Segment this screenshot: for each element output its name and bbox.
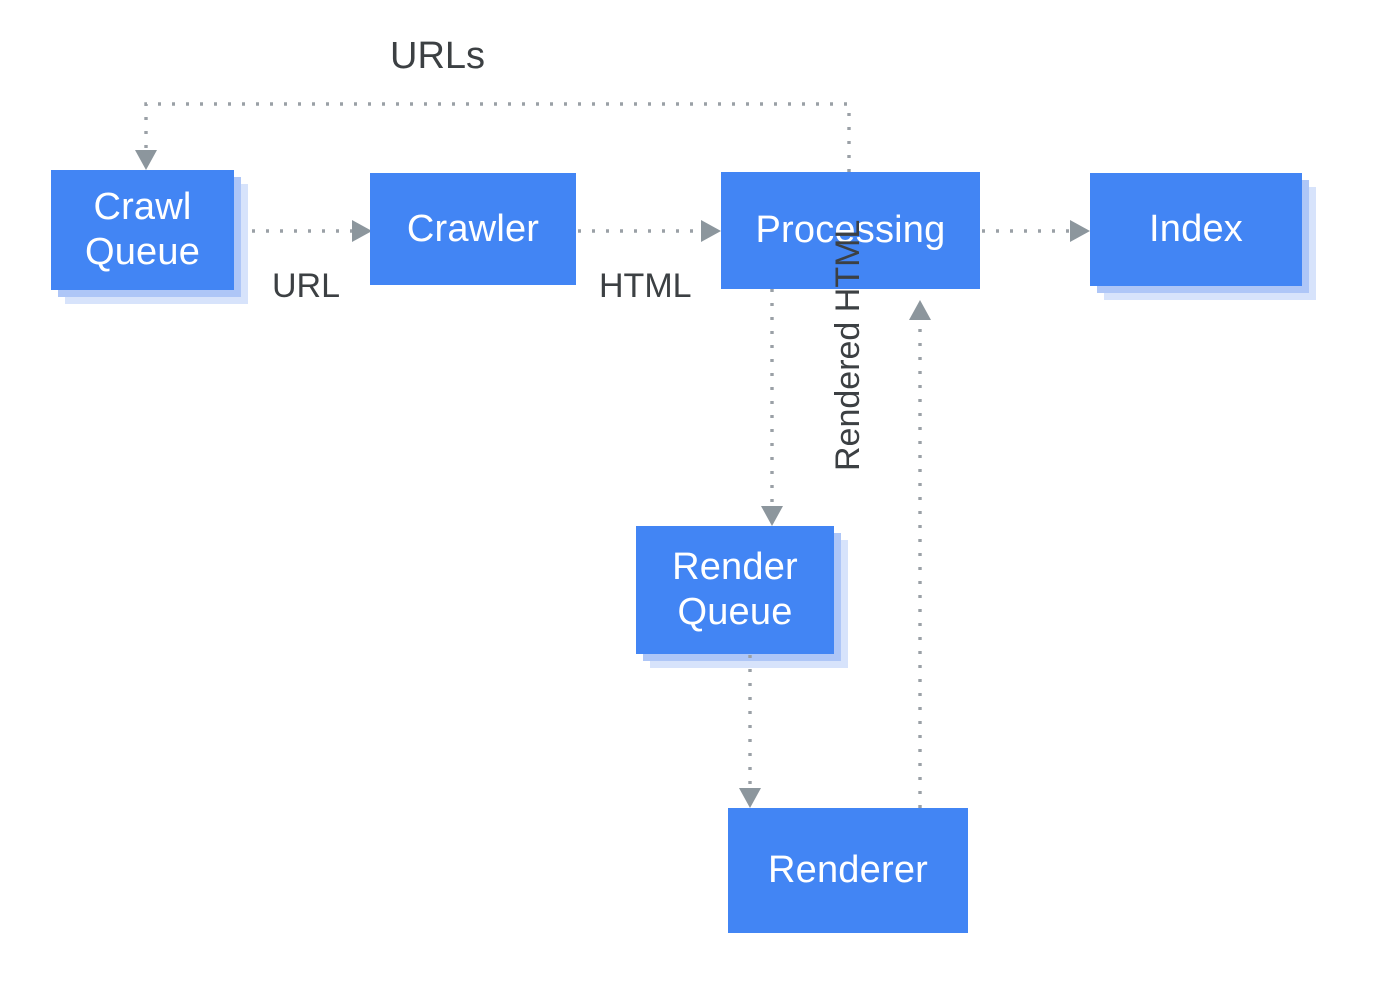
node-render-queue-label: Render Queue xyxy=(672,546,798,633)
node-processing-label: Processing xyxy=(755,209,946,252)
edge-label-urls: URLs xyxy=(390,35,486,77)
edge-crawler-to-processing xyxy=(578,220,721,242)
edge-render-queue-to-renderer xyxy=(739,655,761,808)
node-processing[interactable]: Processing xyxy=(721,172,980,289)
node-crawl-queue-label: Crawl Queue xyxy=(84,186,201,273)
edge-processing-to-index xyxy=(982,220,1090,242)
node-renderer-label: Renderer xyxy=(767,849,929,892)
node-renderer[interactable]: Renderer xyxy=(728,808,968,933)
edge-processing-to-render-queue xyxy=(761,289,783,526)
node-crawler[interactable]: Crawler xyxy=(370,173,576,285)
edge-label-html: HTML xyxy=(599,267,692,305)
edge-label-url: URL xyxy=(272,267,341,305)
node-crawler-label: Crawler xyxy=(406,207,540,250)
edge-renderer-to-processing xyxy=(909,300,931,808)
node-render-queue[interactable]: Render Queue xyxy=(636,526,834,654)
edge-label-rendered-html: Rendered HTML xyxy=(829,219,867,471)
node-crawl-queue[interactable]: Crawl Queue xyxy=(51,170,234,290)
node-index[interactable]: Index xyxy=(1090,173,1302,286)
node-index-label: Index xyxy=(1149,208,1243,251)
edge-crawl-queue-to-crawler xyxy=(252,220,372,242)
edge-processing-to-crawl-queue xyxy=(135,102,851,172)
